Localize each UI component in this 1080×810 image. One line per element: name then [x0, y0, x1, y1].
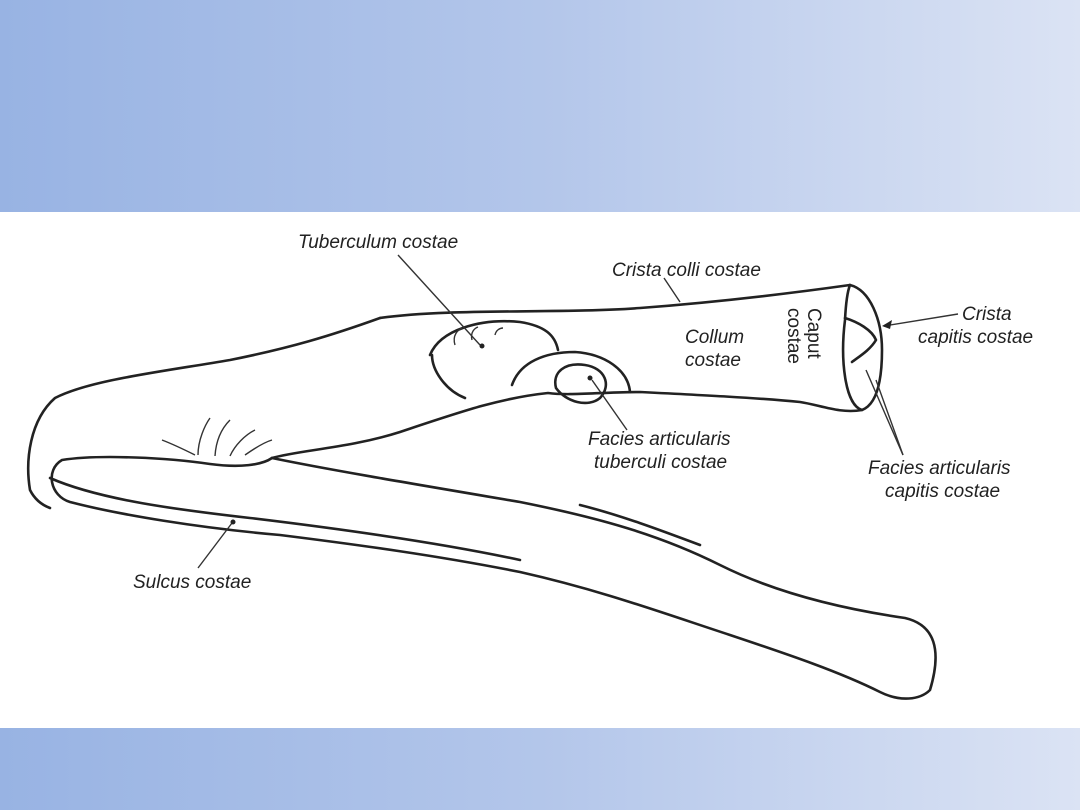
labels: Tuberculum costae Crista colli costae Cr…: [133, 232, 1033, 593]
label-facies-tuberculi-2: tuberculi costae: [594, 452, 727, 473]
label-collum-2: costae: [685, 350, 741, 371]
label-caput-2: costae: [783, 308, 804, 364]
label-collum-1: Collum: [685, 327, 744, 348]
label-facies-capitis-1: Facies articularis: [868, 458, 1011, 479]
label-crista-colli-costae: Crista colli costae: [612, 260, 761, 281]
label-facies-capitis-2: capitis costae: [885, 481, 1000, 502]
label-sulcus-costae: Sulcus costae: [133, 572, 251, 593]
leader-lines: [197, 254, 959, 569]
label-tuberculum-costae: Tuberculum costae: [298, 232, 458, 253]
label-facies-tuberculi-1: Facies articularis: [588, 429, 731, 450]
label-crista-capitis-2: capitis costae: [918, 327, 1033, 348]
label-crista-capitis-1: Crista: [962, 304, 1012, 325]
figure-panel: [0, 212, 1080, 728]
label-caput-1: Caput: [803, 308, 824, 359]
